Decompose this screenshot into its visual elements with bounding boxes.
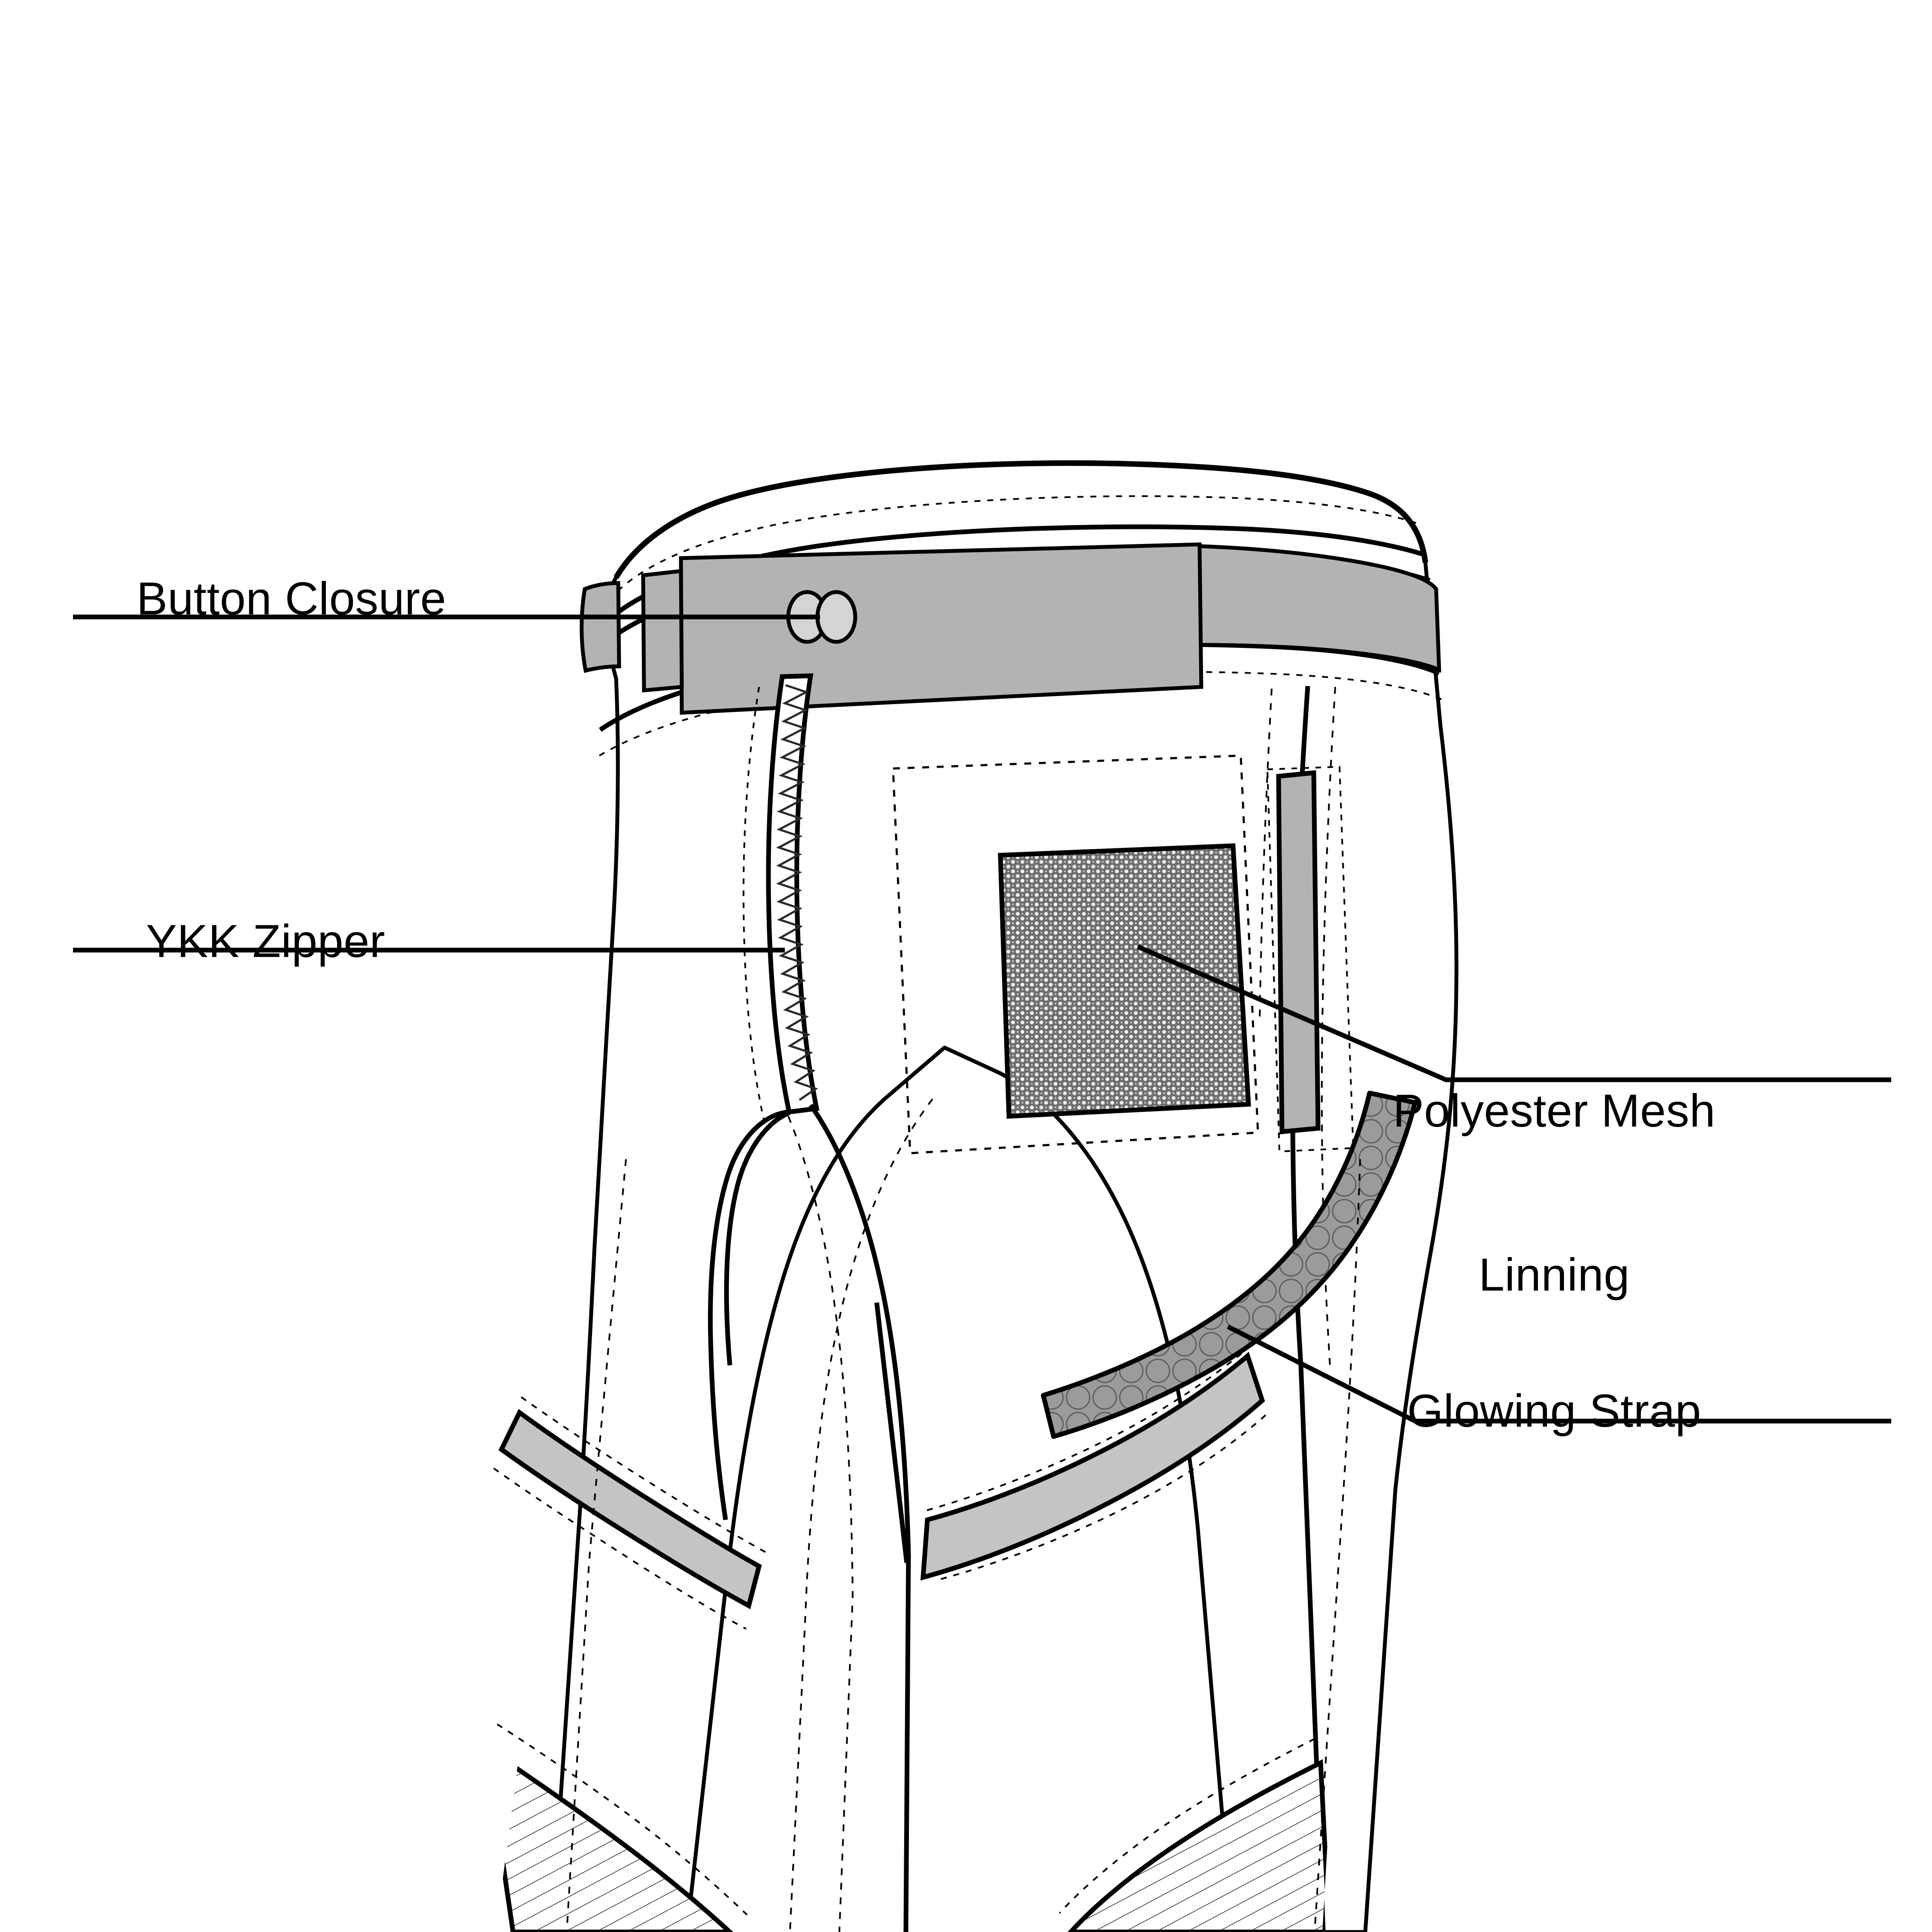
belt-loop-tab-inner: [641, 568, 684, 693]
callout-label-button-closure: Button Closure: [137, 572, 447, 624]
side-gray-strip: [1276, 770, 1321, 1135]
pocket-stitch-outline: [892, 754, 1259, 1154]
glowing-strap-band: [1041, 1091, 1418, 1439]
callout-label-ykk-zipper: YKK Zipper: [146, 915, 386, 967]
knee-panel-left: [496, 1742, 736, 1932]
knee-panel-right-stitch: [1059, 1738, 1315, 1914]
callout-label-line-1: Polyester Mesh: [1393, 1084, 1716, 1136]
callout-label-glowing-strap: Glowing Strap: [1407, 1385, 1701, 1437]
knee-panel-left-stitch: [496, 1723, 748, 1916]
thigh-band-left: [493, 1396, 768, 1630]
inseam-topstitch: [787, 1116, 854, 1932]
leg-topstitching: [566, 1098, 1361, 1932]
belt-loop-tab-edge: [580, 581, 621, 673]
callout-label-line-2: Linning: [1479, 1249, 1630, 1301]
waistband-topstitch-1: [608, 495, 1422, 601]
callout-label-polyester-mesh-lining: Polyester Mesh Linning: [1393, 974, 1715, 1412]
mesh-patch: [998, 843, 1251, 1119]
pocket-stitch-outline-inner: [1266, 766, 1355, 1153]
fly-zipper: [708, 673, 820, 1520]
yoke-topstitch: [598, 671, 1443, 756]
crotch-dart: [874, 1302, 909, 1563]
inseam-right: [808, 1103, 911, 1932]
knee-panel-right: [1065, 1759, 1332, 1932]
thigh-band-right: [920, 1336, 1267, 1581]
leader-lines: [73, 614, 1891, 1424]
button-right: [815, 590, 857, 644]
side-seam-topstitch-2: [1259, 688, 1273, 1023]
leader-glowing-strap: [1227, 1324, 1891, 1424]
leader-polyester-mesh: [1136, 944, 1891, 1082]
waistband-gray-band: [1196, 544, 1441, 673]
center-front-seam: [787, 1103, 911, 1932]
